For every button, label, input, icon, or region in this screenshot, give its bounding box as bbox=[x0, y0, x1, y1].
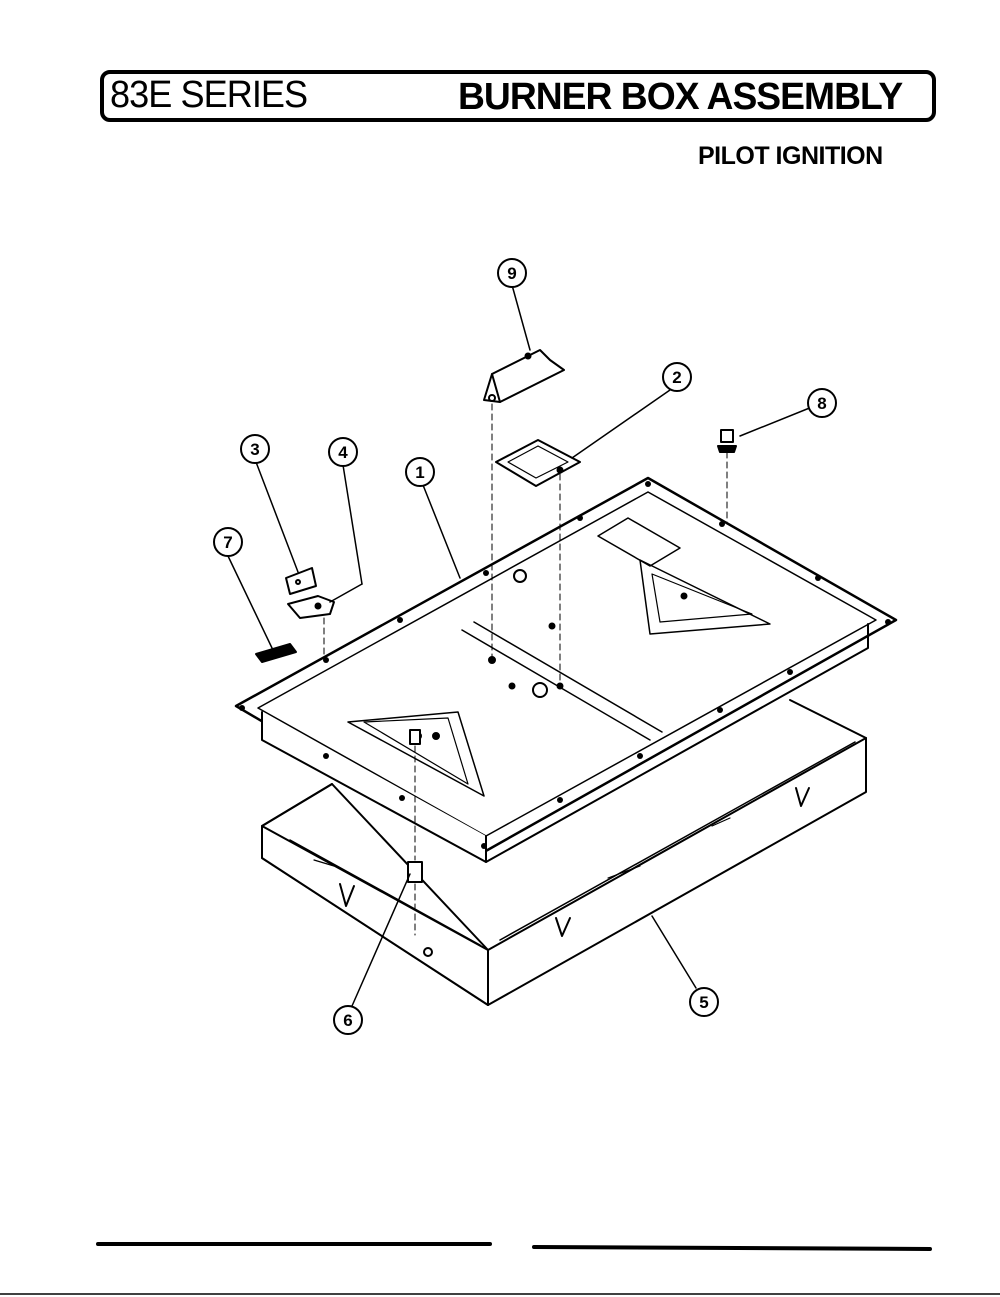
callout-2: 2 bbox=[662, 362, 692, 392]
callout-1-label: 1 bbox=[415, 463, 424, 482]
callout-1: 1 bbox=[405, 457, 435, 487]
callout-3-label: 3 bbox=[250, 440, 259, 459]
footer-rules bbox=[96, 1242, 932, 1251]
assembly-subtitle: PILOT IGNITION bbox=[698, 142, 883, 170]
callout-4: 4 bbox=[328, 437, 358, 467]
burner-box-lower bbox=[261, 699, 867, 1006]
burner-box-top bbox=[234, 476, 898, 863]
callout-2-label: 2 bbox=[672, 368, 681, 387]
assembly-title: BURNER BOX ASSEMBLY bbox=[458, 76, 903, 118]
callout-5-label: 5 bbox=[699, 993, 708, 1012]
pilot-bracket-part-3 bbox=[285, 567, 317, 595]
screw-part-8 bbox=[717, 429, 737, 525]
fitting-part-6 bbox=[407, 729, 423, 936]
callout-7: 7 bbox=[213, 527, 243, 557]
callout-4-label: 4 bbox=[338, 443, 348, 462]
callout-8: 8 bbox=[807, 388, 837, 418]
callout-9: 9 bbox=[497, 258, 527, 288]
plate-part-2 bbox=[495, 439, 581, 687]
callout-5: 5 bbox=[689, 987, 719, 1017]
callout-7-label: 7 bbox=[223, 533, 232, 552]
pilot-bracket-part-4 bbox=[287, 595, 335, 661]
spacer-part-7 bbox=[255, 643, 297, 663]
callout-6-label: 6 bbox=[343, 1011, 352, 1030]
callout-9-label: 9 bbox=[507, 264, 516, 283]
title-frame bbox=[100, 70, 936, 122]
callout-3: 3 bbox=[240, 434, 270, 464]
bracket-part-9 bbox=[483, 349, 565, 661]
callout-6: 6 bbox=[333, 1005, 363, 1035]
series-label: 83E SERIES bbox=[110, 74, 308, 116]
callout-8-label: 8 bbox=[817, 394, 826, 413]
